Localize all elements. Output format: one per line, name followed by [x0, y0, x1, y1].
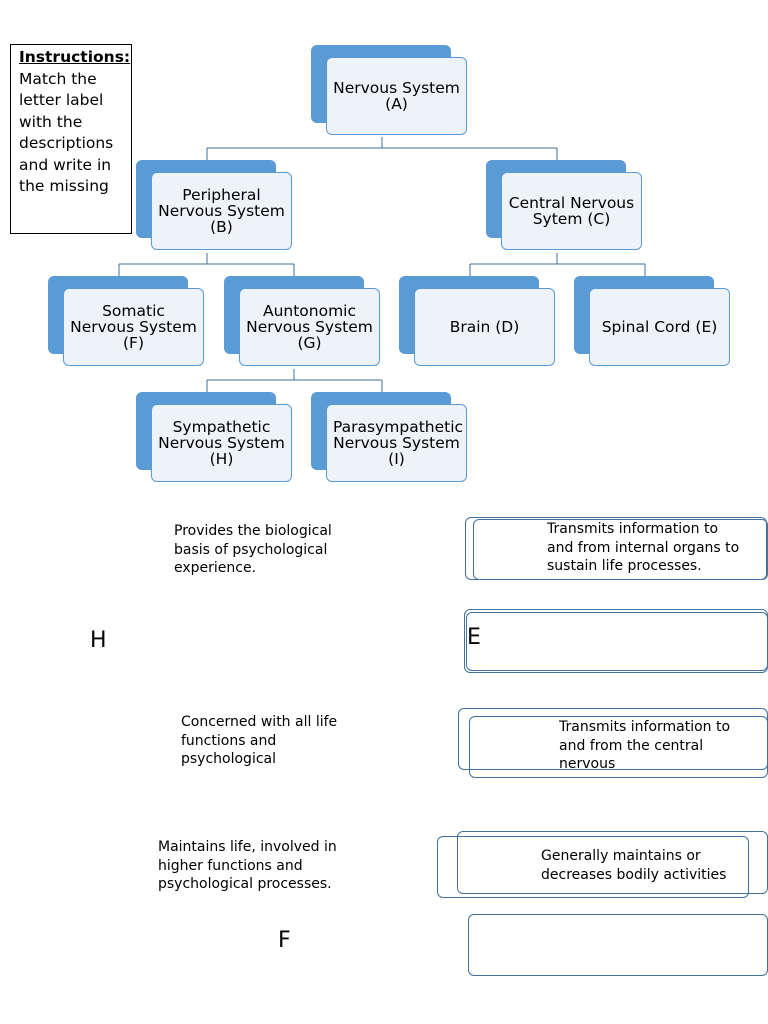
answer-box-e-inner[interactable]	[466, 612, 768, 671]
connector-central	[469, 253, 646, 276]
description-right-1: Transmits information to and from intern…	[547, 521, 740, 574]
instructions-text: Match the letter label with the descript…	[19, 69, 114, 196]
answer-letter-f: F	[278, 928, 291, 953]
node-label: Sympathetic Nervous System (H)	[158, 418, 285, 468]
node-label: Somatic Nervous System (F)	[70, 302, 197, 352]
description-right-3: Generally maintains or decreases bodily …	[541, 848, 727, 883]
answer-box-outer-3	[437, 836, 749, 898]
node-label: Auntonomic Nervous System (G)	[246, 302, 373, 352]
node-label: Brain (D)	[449, 318, 520, 336]
diagram-connectors	[118, 137, 646, 392]
node-label: Peripheral Nervous System (B)	[158, 186, 285, 236]
node-label: Nervous System (A)	[333, 79, 460, 113]
instructions-box: Instructions: Match the letter label wit…	[10, 44, 132, 234]
answer-box-empty[interactable]	[468, 914, 768, 976]
description-left-2: Concerned with all life functions and ps…	[181, 714, 338, 767]
node-label: Parasympathetic Nervous System (I)	[333, 418, 464, 468]
connector-root	[206, 137, 558, 160]
connector-autonomic	[206, 369, 383, 392]
connector-peripheral	[118, 253, 295, 276]
answer-letter-e: E	[467, 625, 481, 650]
instructions-heading: Instructions:	[19, 48, 131, 66]
description-left-3: Maintains life, involved in higher funct…	[158, 839, 337, 892]
description-left-1: Provides the biological basis of psychol…	[174, 523, 332, 576]
node-label: Central Nervous Sytem (C)	[508, 194, 635, 228]
node-label: Spinal Cord (E)	[601, 318, 718, 336]
answer-letter-h: H	[90, 628, 107, 653]
description-right-2: Transmits information to and from the ce…	[559, 719, 731, 772]
